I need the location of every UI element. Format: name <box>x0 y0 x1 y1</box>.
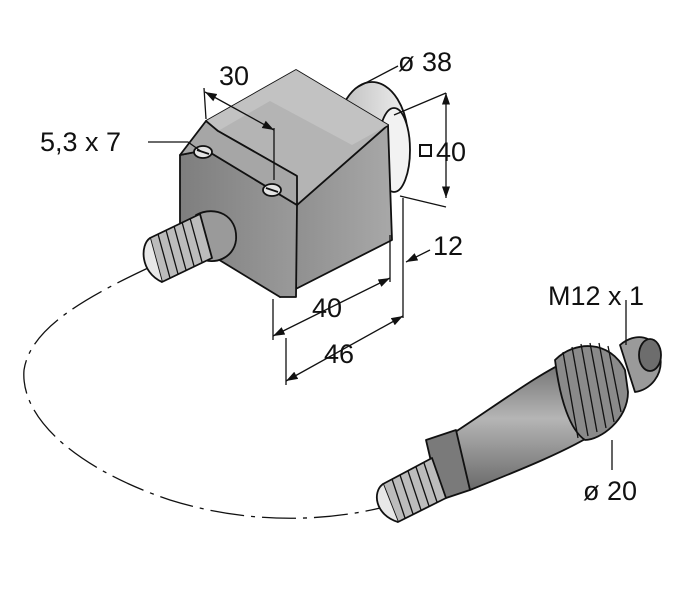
square-symbol <box>419 144 432 157</box>
housing-cable-gland <box>142 210 237 283</box>
label-thread: M12 x 1 <box>548 281 644 311</box>
label-width: 40 <box>312 293 342 323</box>
label-flange-thickness: 12 <box>433 231 463 261</box>
sensor-housing <box>179 69 393 298</box>
cable <box>23 267 393 519</box>
label-connector-diameter: ø 20 <box>583 476 637 506</box>
label-depth: 30 <box>219 61 249 91</box>
label-flange-diameter: ø 38 <box>398 47 452 77</box>
label-square: 40 <box>436 137 466 167</box>
label-slot: 5,3 x 7 <box>40 127 121 157</box>
mounting-slot-2 <box>262 183 282 197</box>
m12-connector <box>375 336 662 523</box>
label-overall-width: 46 <box>324 339 354 369</box>
